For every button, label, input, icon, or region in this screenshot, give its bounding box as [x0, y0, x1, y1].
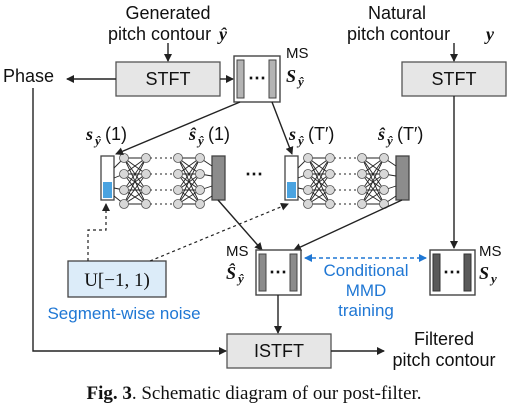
- noise-label: Segment-wise noise: [47, 304, 200, 323]
- mmd-label-line1: Conditional: [323, 261, 408, 280]
- noise-arrow-segT: [149, 202, 289, 262]
- neural-network-T-nodes: [303, 153, 389, 209]
- generated-symbol: ŷ: [217, 24, 228, 44]
- segT-hat-bar: [395, 155, 410, 201]
- neural-network-1: [113, 157, 213, 205]
- arrow-ms-to-segT: [271, 101, 294, 155]
- natural-label-line1: Natural: [368, 3, 426, 23]
- neural-network-T: [297, 157, 397, 205]
- natural-label-line2: pitch contour: [347, 24, 450, 44]
- segT-bar: [284, 155, 299, 201]
- caption-fig: Fig. 3: [86, 383, 131, 404]
- ms-top-symbol: S: [286, 66, 296, 86]
- segments-ellipsis: ⋯: [245, 164, 263, 184]
- ms-mid-right-ms: MS: [479, 243, 502, 260]
- phase-label: Phase: [3, 66, 54, 86]
- arrow-seg1hat-to-ms: [217, 199, 263, 251]
- seg1-hat-bar: [211, 155, 226, 201]
- ms-top-sub: ŷ: [296, 74, 304, 89]
- noise-box: [67, 260, 167, 298]
- generated-label-line2: pitch contour: [108, 24, 211, 44]
- seg1-sub: ŷ: [93, 133, 101, 148]
- segT-sub: ŷ: [296, 133, 304, 148]
- ms-mid-left-spectrogram: [255, 249, 302, 296]
- filtered-line1: Filtered: [414, 329, 474, 349]
- segT-hat-symbol: ŝ: [377, 124, 386, 144]
- ms-top-spectrogram: [233, 55, 281, 103]
- seg1-bar: [100, 155, 115, 201]
- segT-symbol: s: [288, 124, 296, 144]
- istft-label: ISTFT: [254, 341, 304, 361]
- mmd-label-line3: training: [338, 301, 394, 320]
- caption-text: . Schematic diagram of our post-filter.: [132, 383, 422, 404]
- ms-mid-right-symbol: S: [479, 263, 489, 283]
- generated-label-line1: Generated: [125, 3, 210, 23]
- ms-mid-left-ms: MS: [226, 243, 249, 260]
- ms-top-ms: MS: [286, 45, 309, 62]
- mmd-label-line2: MMD: [346, 281, 387, 300]
- ms-top-ellipsis: ⋯: [248, 68, 266, 88]
- ms-mid-left-ellipsis: ⋯: [269, 262, 287, 282]
- segT-hat-sub: ŷ: [385, 133, 393, 148]
- arrow-phase-to-istft: [32, 88, 227, 355]
- noise-box-label: U[−1, 1): [84, 270, 150, 291]
- neural-network-1-nodes: [119, 153, 205, 209]
- arrow-ms-to-seg1: [115, 101, 241, 155]
- seg1-hat-symbol: ŝ: [188, 124, 197, 144]
- arrow-segThat-to-ms: [293, 199, 403, 251]
- natural-symbol: y: [484, 24, 495, 44]
- stft-right-box: [401, 61, 507, 97]
- seg1-hat-arg: (1): [208, 124, 230, 144]
- filtered-line2: pitch contour: [392, 350, 495, 370]
- seg1-symbol: s: [85, 124, 93, 144]
- segT-arg: (T′): [308, 124, 334, 144]
- figure-caption: Fig. 3. Schematic diagram of our post-fi…: [86, 383, 421, 404]
- noise-arrow-seg1: [87, 203, 110, 261]
- ms-mid-left-sub: ŷ: [236, 271, 244, 286]
- stft-left-label: STFT: [146, 69, 191, 89]
- ms-mid-right-sub: y: [489, 271, 497, 286]
- ms-mid-right-ellipsis: ⋯: [443, 262, 461, 282]
- ms-mid-left-symbol: Ŝ: [226, 262, 236, 283]
- ms-mid-right-spectrogram: [429, 249, 476, 296]
- istft-box: [226, 333, 332, 369]
- seg1-arg: (1): [105, 124, 127, 144]
- segT-hat-arg: (T′): [397, 124, 423, 144]
- seg1-hat-sub: ŷ: [196, 133, 204, 148]
- stft-right-label: STFT: [432, 69, 477, 89]
